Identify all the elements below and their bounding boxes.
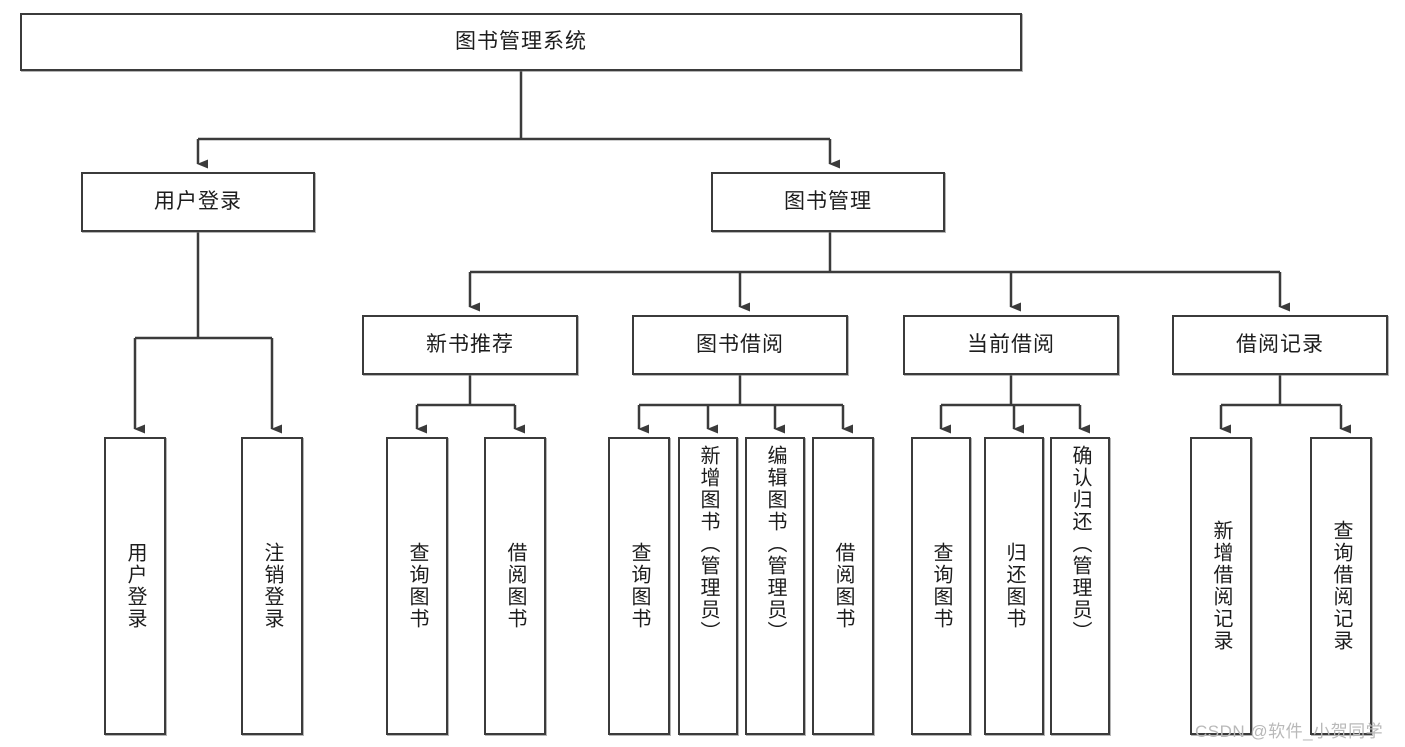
leaf-query-books-recommend-label: 查询图书 [406, 542, 428, 630]
leaf-query-books-current[interactable]: 查询图书 [911, 437, 971, 735]
leaf-query-books-current-label: 查询图书 [930, 542, 952, 630]
leaf-borrow-books-label: 借阅图书 [832, 542, 854, 630]
leaf-add-book-admin-label: 新增图书（管理员） [697, 445, 719, 643]
leaf-borrow-books-recommend[interactable]: 借阅图书 [484, 437, 546, 735]
leaf-logout-login-label: 注销登录 [261, 542, 283, 630]
node-root[interactable]: 图书管理系统 [20, 13, 1022, 71]
leaf-user-login[interactable]: 用户登录 [104, 437, 166, 735]
node-borrow-record[interactable]: 借阅记录 [1172, 315, 1388, 375]
node-current-borrow-label: 当前借阅 [967, 332, 1055, 356]
node-new-book-recommend-label: 新书推荐 [426, 332, 514, 356]
leaf-borrow-books[interactable]: 借阅图书 [812, 437, 874, 735]
leaf-add-book-admin[interactable]: 新增图书（管理员） [678, 437, 738, 735]
node-root-label: 图书管理系统 [455, 29, 587, 53]
node-book-borrow[interactable]: 图书借阅 [632, 315, 848, 375]
leaf-logout-login[interactable]: 注销登录 [241, 437, 303, 735]
leaf-return-books[interactable]: 归还图书 [984, 437, 1044, 735]
node-user-login[interactable]: 用户登录 [81, 172, 315, 232]
node-current-borrow[interactable]: 当前借阅 [903, 315, 1119, 375]
leaf-confirm-return-admin-label: 确认归还（管理员） [1069, 445, 1091, 643]
node-book-borrow-label: 图书借阅 [696, 332, 784, 356]
csdn-watermark: CSDN @软件_小贺同学 [1195, 722, 1384, 741]
leaf-return-books-label: 归还图书 [1003, 542, 1025, 630]
leaf-add-borrow-record-label: 新增借阅记录 [1210, 520, 1232, 652]
leaf-user-login-label: 用户登录 [124, 542, 146, 630]
leaf-edit-book-admin[interactable]: 编辑图书（管理员） [745, 437, 805, 735]
leaf-query-books-recommend[interactable]: 查询图书 [386, 437, 448, 735]
leaf-add-borrow-record[interactable]: 新增借阅记录 [1190, 437, 1252, 735]
node-book-management[interactable]: 图书管理 [711, 172, 945, 232]
node-user-login-label: 用户登录 [154, 189, 242, 213]
node-book-management-label: 图书管理 [784, 189, 872, 213]
leaf-query-borrow-record[interactable]: 查询借阅记录 [1310, 437, 1372, 735]
leaf-edit-book-admin-label: 编辑图书（管理员） [764, 445, 786, 643]
leaf-borrow-books-recommend-label: 借阅图书 [504, 542, 526, 630]
node-borrow-record-label: 借阅记录 [1236, 332, 1324, 356]
leaf-query-books-borrow[interactable]: 查询图书 [608, 437, 670, 735]
leaf-query-books-borrow-label: 查询图书 [628, 542, 650, 630]
leaf-confirm-return-admin[interactable]: 确认归还（管理员） [1050, 437, 1110, 735]
node-new-book-recommend[interactable]: 新书推荐 [362, 315, 578, 375]
leaf-query-borrow-record-label: 查询借阅记录 [1330, 520, 1352, 652]
